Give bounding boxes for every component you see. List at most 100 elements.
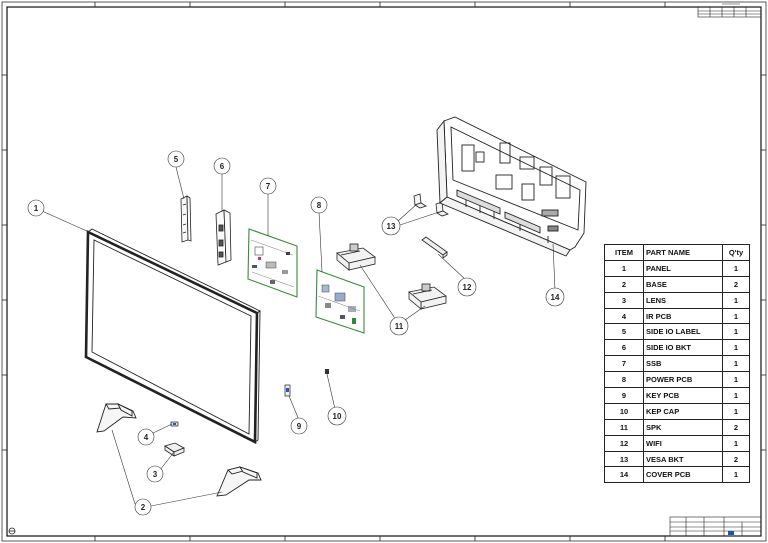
cell-qty: 1	[722, 323, 750, 341]
cell-part-name: SIDE IO LABEL	[643, 323, 723, 341]
corner-mark-icon	[8, 527, 16, 535]
cell-part-name: KEY PCB	[643, 387, 723, 404]
power-pcb-part	[315, 269, 365, 334]
cell-part-name: SSB	[643, 355, 723, 373]
cell-item: 9	[604, 387, 644, 404]
lens-part	[164, 442, 185, 457]
cell-qty: 1	[722, 259, 750, 277]
header-qty: Q'ty	[722, 244, 750, 261]
speaker-upper-part	[336, 243, 376, 271]
key-pcb-part	[284, 384, 291, 397]
leader-lines	[41, 166, 556, 507]
cell-part-name: PANEL	[643, 259, 723, 277]
table-header-row: ITEM PART NAME Q'ty	[604, 244, 750, 261]
cell-qty: 1	[722, 355, 750, 373]
cell-qty: 1	[722, 291, 750, 309]
wifi-module-part	[421, 236, 448, 259]
callout-13-label: 13	[387, 222, 396, 231]
callout-10-label: 10	[333, 412, 342, 421]
callout-9: 9	[290, 417, 308, 435]
header-item: ITEM	[604, 244, 644, 261]
side-io-label-part	[180, 195, 192, 243]
vesa-bkt-part	[413, 193, 449, 217]
base-left-part	[96, 402, 137, 433]
cell-part-name: IR PCB	[643, 307, 723, 325]
callout-13: 13	[381, 216, 401, 236]
callout-5-label: 5	[174, 155, 179, 164]
cell-part-name: BASE	[643, 275, 723, 293]
cell-part-name: POWER PCB	[643, 371, 723, 389]
side-io-bkt-part	[215, 209, 232, 266]
panel-part	[84, 228, 261, 445]
cell-qty: 2	[722, 418, 750, 436]
cell-item: 3	[604, 291, 644, 309]
cell-qty: 1	[722, 339, 750, 357]
callout-4: 4	[137, 428, 155, 446]
header-part-name: PART NAME	[643, 244, 723, 261]
callout-3: 3	[146, 465, 164, 483]
cell-qty: 1	[722, 402, 750, 420]
cell-part-name: SPK	[643, 418, 723, 436]
callout-8-label: 8	[317, 201, 322, 210]
cell-item: 1	[604, 259, 644, 277]
cell-item: 10	[604, 402, 644, 420]
base-right-part	[216, 466, 262, 497]
callout-6: 6	[213, 157, 231, 175]
speaker-lower-part	[408, 283, 447, 310]
cell-item: 11	[604, 418, 644, 436]
ssb-pcb-part	[247, 228, 298, 298]
cell-item: 2	[604, 275, 644, 293]
callout-1-label: 1	[34, 204, 39, 213]
cell-part-name: KEP CAP	[643, 402, 723, 420]
callout-3-label: 3	[153, 470, 158, 479]
callout-11: 11	[389, 316, 409, 336]
callout-10: 10	[327, 406, 347, 426]
cell-item: 4	[604, 307, 644, 325]
cell-item: 5	[604, 323, 644, 341]
ir-pcb-part	[170, 421, 179, 427]
cell-part-name: COVER PCB	[643, 466, 723, 484]
cell-item: 6	[604, 339, 644, 357]
callout-12: 12	[457, 277, 477, 297]
cell-qty: 1	[722, 307, 750, 325]
callout-2: 2	[134, 498, 152, 516]
title-block	[669, 516, 762, 537]
cell-item: 12	[604, 434, 644, 452]
cell-item: 7	[604, 355, 644, 373]
cell-item: 13	[604, 450, 644, 468]
cell-part-name: VESA BKT	[643, 450, 723, 468]
callout-6-label: 6	[220, 162, 225, 171]
callout-14-label: 14	[551, 293, 560, 302]
key-cap-part	[325, 369, 329, 374]
callout-1: 1	[27, 199, 45, 217]
callout-8: 8	[310, 196, 328, 214]
callout-5: 5	[167, 150, 185, 168]
cell-item: 8	[604, 371, 644, 389]
cell-qty: 1	[722, 466, 750, 484]
cover-pcb-part	[436, 116, 587, 257]
callout-2-label: 2	[141, 503, 146, 512]
callout-14: 14	[545, 287, 565, 307]
cell-qty: 1	[722, 371, 750, 389]
callout-7-label: 7	[266, 182, 271, 191]
cell-part-name: WIFI	[643, 434, 723, 452]
callout-12-label: 12	[463, 283, 472, 292]
cell-qty: 1	[722, 387, 750, 404]
revision-block	[697, 3, 762, 18]
